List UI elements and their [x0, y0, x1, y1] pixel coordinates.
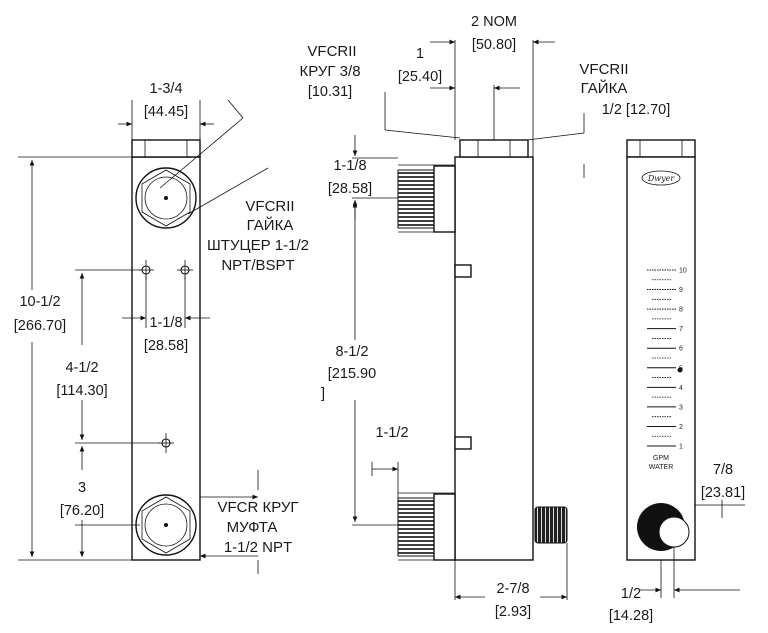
- scale-number: 10: [679, 268, 687, 275]
- right-knob-dim: 7/8: [713, 462, 733, 478]
- brand-logo: [641, 170, 681, 186]
- scale-medium: WATER: [649, 464, 674, 471]
- knob-dim-mm: [2.93]: [495, 604, 531, 620]
- top-fitting-label-4: NPT/BSPT: [221, 257, 294, 274]
- front-width-dim-mm: [44.45]: [144, 104, 188, 120]
- fitting-dim-mm: [28.58]: [328, 181, 372, 197]
- front-view: 1-3/4 [44.45] 10-1/2 [266.70] 1-1/8 [28.…: [14, 81, 309, 574]
- depth-dim-mm: [50.80]: [472, 37, 516, 53]
- flow-scale: 10987654321: [647, 268, 687, 451]
- side-body: [454, 156, 534, 561]
- bottom-dim-mm: [76.20]: [60, 503, 104, 519]
- right-bottom-dim-mm: [14.28]: [609, 608, 653, 624]
- bottom-fitting-label-3: 1-1/2 NPT: [224, 539, 292, 556]
- front-width-dim: 1-3/4: [149, 81, 182, 97]
- hole-spacing-dim: 1-1/8: [149, 315, 182, 331]
- nut-label-1: VFCRII: [579, 61, 628, 78]
- scale-number: 6: [679, 346, 683, 353]
- round-label-1: VFCRII: [307, 43, 356, 60]
- offset-dim: 1: [416, 46, 424, 62]
- bottom-fitting-label-1: VFCR КРУГ: [217, 499, 298, 516]
- top-fitting-label-1: VFCRII: [245, 198, 294, 215]
- right-knob-dim-mm: [23.81]: [701, 485, 745, 501]
- scale-number: 9: [679, 287, 683, 294]
- side-bottom-thread: [397, 497, 435, 557]
- side-view: 2 NOM [50.80] 1 [25.40] VFCRII КРУГ 3/8 …: [299, 14, 568, 620]
- nut-label-2: ГАЙКА: [581, 79, 628, 97]
- nut-dim: 1/2 [12.70]: [602, 102, 671, 118]
- round-label-3: [10.31]: [308, 84, 352, 100]
- right-body: [626, 156, 696, 561]
- right-top-cap: [626, 139, 696, 158]
- knob-dim: 2-7/8: [496, 581, 529, 597]
- center-dim-mm-end: ]: [321, 386, 325, 402]
- scale-number: 4: [679, 385, 683, 392]
- right-view: Dwyer 10987654321 GPM WATER VFCRII ГАЙКА…: [526, 61, 745, 624]
- scale-number: 3: [679, 404, 683, 411]
- scale-number: 7: [679, 326, 683, 333]
- offset-dim-mm: [25.40]: [398, 69, 442, 85]
- scale-number: 2: [679, 424, 683, 431]
- brand-text: Dwyer: [647, 174, 676, 183]
- scale-number: 1: [679, 444, 683, 451]
- front-height-dim: 10-1/2: [19, 294, 60, 310]
- float-indicator: [677, 367, 683, 373]
- vertical-hole-dim: 4-1/2: [65, 360, 98, 376]
- hole-spacing-dim-mm: [28.58]: [144, 338, 188, 354]
- top-fitting-label-2: ГАЙКА: [247, 216, 294, 234]
- thread-dim: 1-1/2: [375, 425, 408, 441]
- fitting-dim: 1-1/8: [333, 158, 366, 174]
- mounting-holes: [138, 260, 193, 453]
- bottom-nut: [135, 494, 197, 556]
- center-dim: 8-1/2: [335, 344, 368, 360]
- side-top-thread: [397, 169, 435, 229]
- top-nut: [135, 167, 197, 229]
- top-fitting-label-3: ШТУЦЕР 1-1/2: [207, 237, 309, 254]
- bottom-fitting-label-2: МУФТА: [227, 519, 278, 536]
- vertical-hole-dim-mm: [114.30]: [56, 383, 107, 399]
- front-height-dim-mm: [266.70]: [14, 318, 66, 334]
- scale-number: 8: [679, 307, 683, 314]
- center-dim-mm: [215.90: [328, 366, 376, 382]
- right-bottom-dim: 1/2: [621, 586, 641, 602]
- scale-units: GPM: [653, 455, 669, 462]
- depth-dim: 2 NOM: [471, 14, 517, 30]
- adjust-knob: [637, 503, 690, 551]
- front-top-cap: [131, 139, 201, 158]
- side-knob: [534, 506, 568, 544]
- round-label-2: КРУГ 3/8: [299, 63, 360, 80]
- bottom-dim: 3: [78, 480, 86, 496]
- side-top-cap: [459, 139, 529, 158]
